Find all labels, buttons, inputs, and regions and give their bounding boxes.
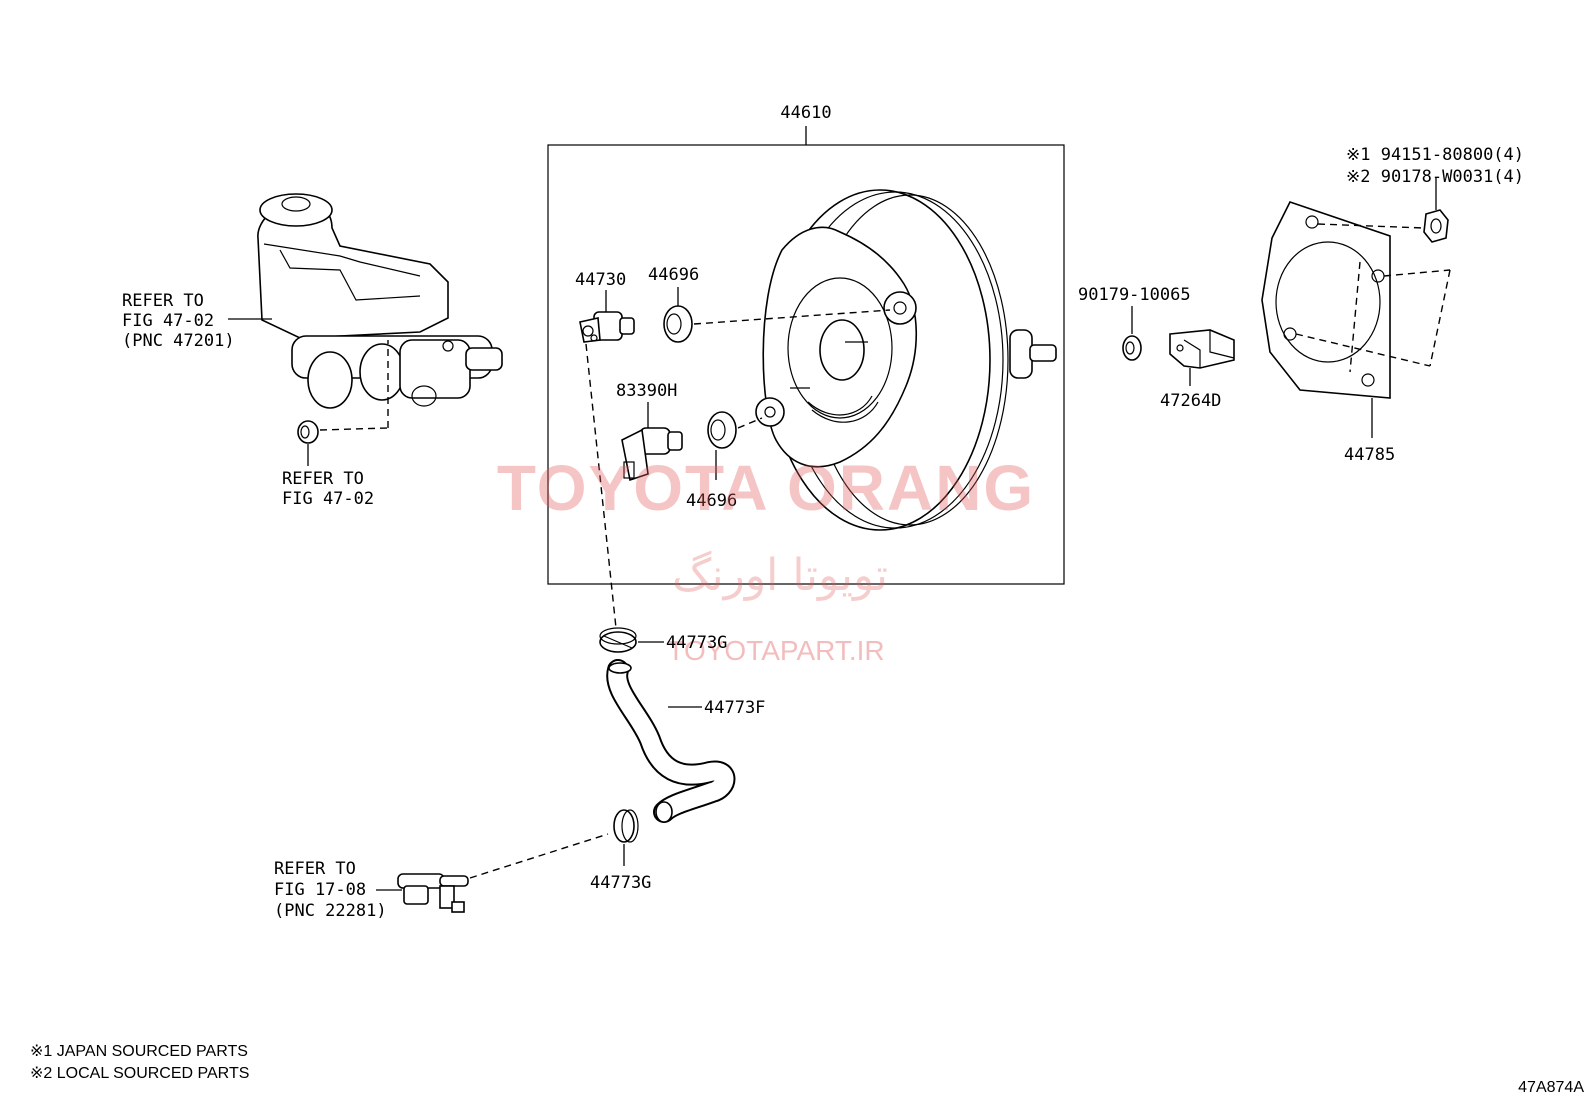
refer-fig17-line2: FIG 17-08: [274, 880, 366, 900]
label-83390H: 83390H: [616, 381, 677, 401]
refer-fig17-line3: (PNC 22281): [274, 901, 387, 921]
brake-booster: [755, 189, 1057, 531]
refer-mc-line2: FIG 47-02: [122, 311, 214, 331]
hose-clamp-upper: [599, 627, 637, 653]
label-bolt-ref1: ※1 94151-80800(4): [1346, 145, 1524, 165]
bracket-47264D: [1169, 329, 1235, 369]
label-44773G-lower: 44773G: [590, 873, 651, 893]
bolt-nut: [1423, 209, 1449, 243]
label-bolt-ref2: ※2 90178-W0031(4): [1346, 167, 1524, 187]
gasket-44785: [1261, 201, 1391, 399]
hose-clamp-lower: [613, 809, 639, 843]
watermark-url: TOYOTAPART.IR: [667, 635, 884, 666]
figure-code: 47A874A: [1518, 1079, 1584, 1096]
master-cylinder: [257, 193, 503, 409]
label-47264D: 47264D: [1160, 391, 1221, 411]
label-44773G-upper: 44773G: [666, 633, 727, 653]
refer-fig47-line1: REFER TO: [282, 469, 364, 489]
label-44696-lower: 44696: [686, 491, 737, 511]
vacuum-sensor: [621, 427, 683, 482]
refer-mc-line1: REFER TO: [122, 291, 204, 311]
grommet-lower: [707, 411, 737, 449]
vacuum-hose: [606, 659, 736, 823]
intake-fitting: [397, 873, 469, 913]
label-44785: 44785: [1344, 445, 1395, 465]
label-44773F: 44773F: [704, 698, 765, 718]
grommet-upper: [663, 305, 693, 343]
label-90179-10065: 90179-10065: [1078, 285, 1191, 305]
reservoir-grommet: [297, 420, 319, 444]
label-44696-upper: 44696: [648, 265, 699, 285]
label-44610: 44610: [780, 103, 831, 123]
refer-fig47-line2: FIG 47-02: [282, 489, 374, 509]
label-44730: 44730: [575, 270, 626, 290]
refer-mc-line3: (PNC 47201): [122, 331, 235, 351]
check-valve: [579, 311, 635, 343]
note-local: ※2 LOCAL SOURCED PARTS: [30, 1065, 249, 1082]
watermark-persian: تویوتا اورنگ: [672, 550, 888, 601]
refer-fig17-line1: REFER TO: [274, 859, 356, 879]
note-japan: ※1 JAPAN SOURCED PARTS: [30, 1043, 248, 1060]
watermark-brand: TOYOTA ORANG: [497, 452, 1035, 524]
nut-90179-10065: [1122, 335, 1142, 361]
